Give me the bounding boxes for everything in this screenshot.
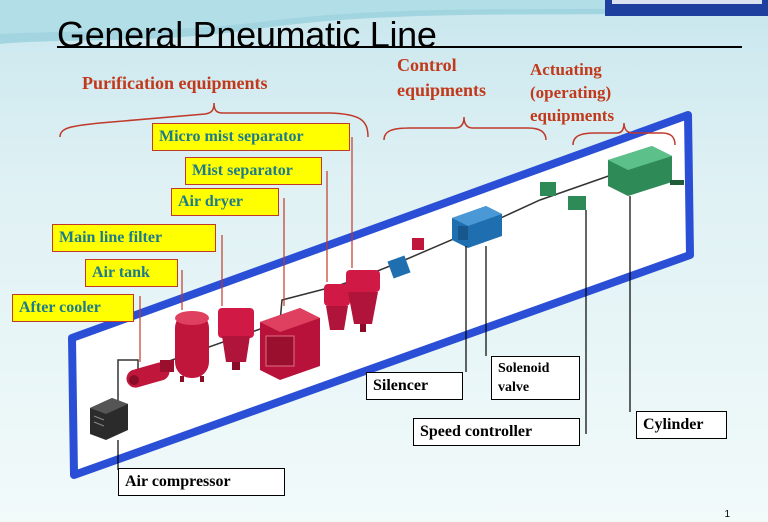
purification-group-label: Purification equipments: [82, 73, 268, 93]
solenoid-valve-label: Solenoid valve: [491, 356, 580, 400]
actuating-group-label-line1: Actuating: [530, 60, 602, 79]
logo-stripe: [612, 0, 762, 4]
component-leaders: [117, 196, 631, 470]
mist-separator-label: Mist separator: [185, 157, 322, 185]
actuating-group-label-line3: equipments: [530, 106, 615, 125]
solenoid-valve-label-line1: Solenoid: [498, 361, 550, 376]
solenoid-valve-icon: [452, 206, 502, 248]
air-compressor-icon: [90, 398, 128, 440]
cylinder-label: Cylinder: [636, 411, 727, 439]
control-brace: [383, 116, 547, 141]
title-underline: [57, 46, 742, 48]
page-title: General Pneumatic Line: [57, 14, 437, 55]
air-tank-label: Air tank: [85, 259, 178, 287]
equipment-panel: [68, 111, 694, 479]
banner-swoosh-light: [0, 0, 768, 34]
control-group-label-line2: equipments: [397, 80, 487, 100]
mist-separator-icon: [324, 284, 350, 330]
speed-controller-icon: [568, 196, 586, 210]
air-dryer-icon: [260, 308, 320, 380]
speed-controller-label: Speed controller: [413, 418, 580, 446]
air-compressor-label: Air compressor: [118, 468, 285, 496]
cylinder-icon: [608, 146, 684, 196]
purification-leaders: [139, 137, 353, 362]
silencer-label: Silencer: [366, 372, 463, 400]
after-cooler-label: After cooler: [12, 294, 134, 322]
actuating-group-label-line2: (operating): [530, 83, 612, 102]
page-number: 1: [724, 509, 730, 520]
micro-mist-separator-label: Micro mist separator: [152, 123, 350, 151]
after-cooler-icon: [126, 360, 174, 388]
air-dryer-label: Air dryer: [171, 188, 279, 216]
control-group-label-line1: Control: [397, 55, 457, 75]
solenoid-valve-label-line2: valve: [498, 380, 530, 395]
purification-brace: [59, 102, 369, 138]
main-line-filter-icon: [218, 308, 254, 370]
air-tank-icon: [175, 311, 209, 382]
main-line-filter-label: Main line filter: [52, 224, 216, 252]
silencer-icon: [387, 255, 411, 279]
speed-controller-small-icon: [540, 182, 556, 196]
actuating-brace: [572, 122, 676, 146]
small-valve-icon: [412, 238, 424, 250]
micro-mist-separator-icon: [346, 270, 380, 332]
